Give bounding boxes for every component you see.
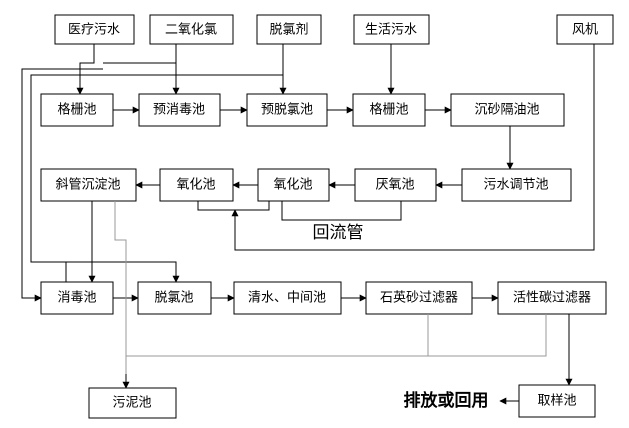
- edge-settler-to-sludge: [114, 201, 127, 388]
- node-grid-tank-2: 格栅池: [352, 93, 426, 127]
- discharge-or-reuse-label: 排放或回用: [404, 390, 489, 411]
- node-anoxic-tank: 厌氧池: [354, 168, 437, 202]
- node-activated-carbon-filter-label: 活性碳过滤器: [513, 291, 591, 306]
- edge-quartz-backwash: [126, 314, 429, 357]
- node-grid-tank-1-label: 格栅池: [57, 102, 96, 118]
- node-quartz-sand-filter-label: 石英砂过滤器: [380, 291, 458, 306]
- node-oxidation-tank-2-label: 氧化池: [273, 178, 312, 193]
- node-disinfection-tank: 消毒池: [40, 281, 114, 315]
- node-medical-wastewater-label: 医疗污水: [68, 23, 120, 38]
- node-medical-wastewater: 医疗污水: [54, 14, 135, 45]
- node-dechlorination-tank: 脱氯池: [137, 281, 212, 315]
- node-oxidation-tank-2: 氧化池: [257, 168, 330, 202]
- node-pre-dechlorination-tank-label: 预脱氯池: [261, 103, 313, 118]
- node-anoxic-tank-label: 厌氧池: [375, 178, 414, 193]
- node-oxidation-tank-1: 氧化池: [159, 168, 234, 202]
- node-sampling-tank-label: 取样池: [537, 394, 576, 409]
- node-quartz-sand-filter: 石英砂过滤器: [365, 281, 473, 315]
- node-domestic-wastewater-label: 生活污水: [365, 23, 417, 38]
- node-oxidation-tank-1-label: 氧化池: [176, 178, 215, 193]
- node-dechlorination-tank-label: 脱氯池: [154, 291, 193, 306]
- node-dechlorinating-agent: 脱氯剂: [256, 14, 322, 45]
- node-clear-water-tank-label: 清水、中间池: [248, 291, 326, 306]
- edge-medical-to-grid1: [79, 44, 95, 94]
- node-grit-oil-separator-label: 沉砂隔油池: [474, 103, 539, 118]
- node-sludge-tank: 污泥池: [88, 387, 177, 419]
- node-dechlorinating-agent-label: 脱氯剂: [269, 23, 308, 38]
- node-clear-water-tank: 清水、中间池: [233, 281, 342, 315]
- edge-carbon-backwash: [428, 314, 547, 357]
- edge-chlorine-to-disinfection: [21, 68, 103, 302]
- node-chlorine-dioxide-label: 二氧化氯: [165, 23, 217, 38]
- node-blower-label: 风机: [572, 23, 598, 38]
- edge-blower-air-line: [231, 44, 595, 251]
- node-equalization-tank: 污水调节池: [461, 168, 572, 202]
- node-grid-tank-2-label: 格栅池: [369, 102, 408, 118]
- node-domestic-wastewater: 生活污水: [353, 14, 430, 45]
- node-inclined-tube-settler-label: 斜管沉淀池: [55, 178, 120, 193]
- edge-dechlorinator-to-dechlorination: [30, 74, 180, 283]
- node-activated-carbon-filter: 活性碳过滤器: [497, 281, 607, 315]
- edge-return-pipe-anoxic: [281, 201, 402, 221]
- node-equalization-tank-label: 污水调节池: [483, 178, 548, 193]
- node-blower: 风机: [556, 14, 614, 45]
- node-pre-disinfection-tank-label: 预消毒池: [153, 103, 205, 118]
- edge-return-pipe-oxidation: [197, 201, 270, 211]
- node-sludge-tank-label: 污泥池: [112, 396, 151, 411]
- node-pre-disinfection-tank: 预消毒池: [138, 93, 221, 127]
- node-chlorine-dioxide: 二氧化氯: [149, 14, 234, 45]
- node-grid-tank-1: 格栅池: [40, 93, 114, 127]
- return-pipe-label: 回流管: [313, 223, 364, 243]
- node-disinfection-tank-label: 消毒池: [57, 291, 96, 306]
- node-pre-dechlorination-tank: 预脱氯池: [246, 93, 328, 127]
- node-inclined-tube-settler: 斜管沉淀池: [40, 168, 137, 202]
- node-grit-oil-separator: 沉砂隔油池: [450, 93, 565, 127]
- node-sampling-tank: 取样池: [518, 384, 596, 418]
